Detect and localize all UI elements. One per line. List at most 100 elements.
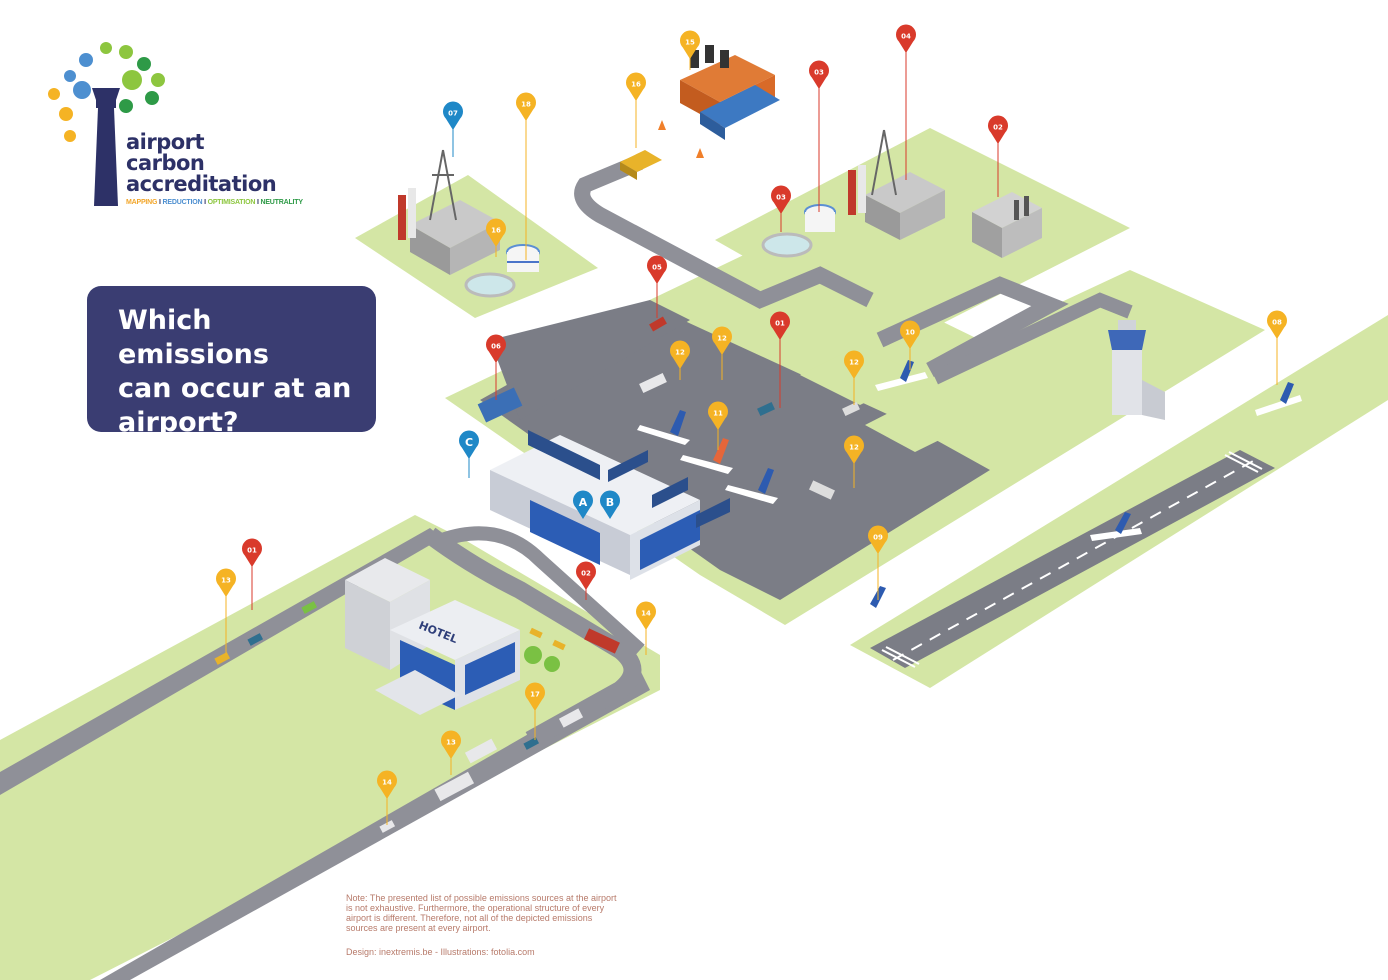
- car-road-2: [247, 633, 264, 646]
- map-pin-icon: [900, 320, 921, 349]
- map-pin-icon: [769, 311, 790, 340]
- aircraft-departing: [845, 586, 897, 616]
- marker-label: 17: [530, 691, 540, 699]
- tag-sep-3: I: [255, 199, 261, 206]
- marker-09: 09: [868, 525, 888, 600]
- marker-label: 08: [1272, 319, 1282, 327]
- map-pin-icon: [525, 682, 545, 711]
- map-pin-icon: [770, 185, 791, 214]
- coach-bus: [434, 771, 475, 802]
- van: [558, 708, 584, 728]
- marker-B: B: [599, 490, 620, 519]
- marker-label: 10: [905, 329, 915, 337]
- marker-label: 03: [814, 69, 824, 77]
- map-pin-icon: [576, 561, 596, 590]
- aircraft-runway: [1090, 512, 1142, 541]
- marker-12: 12: [843, 435, 864, 488]
- taxi-1: [529, 627, 543, 639]
- highway-bottom: [100, 670, 650, 980]
- marker-12: 12: [843, 350, 864, 405]
- map-pin-icon: [843, 435, 864, 464]
- marker-03: 03: [809, 60, 830, 212]
- aircraft-apron-3: [725, 468, 778, 504]
- map-pin-icon: [443, 101, 463, 130]
- map-pin-icon: [377, 770, 397, 799]
- marker-C: C: [459, 430, 479, 478]
- logo-tagline: MAPPING I REDUCTION I OPTIMISATION I NEU…: [126, 199, 303, 206]
- car-road-1: [214, 652, 231, 665]
- fuel-tanker-blue: [477, 387, 523, 423]
- marker-17: 17: [525, 682, 545, 740]
- delivery-truck: [464, 738, 498, 764]
- map-pin-icon: [646, 255, 667, 284]
- marker-label: 02: [993, 124, 1003, 132]
- marker-label: 07: [448, 110, 458, 118]
- marker-label: 01: [247, 547, 257, 555]
- title-box: Which emissions can occur at an airport?: [87, 286, 376, 438]
- marker-label: 09: [873, 534, 883, 542]
- fuel-depot: [680, 45, 780, 140]
- marker-16: 16: [486, 218, 506, 257]
- marker-13: 13: [441, 730, 461, 775]
- utility-power-plant-left: [398, 149, 540, 298]
- marker-label: C: [465, 436, 473, 449]
- marker-18: 18: [516, 92, 537, 260]
- taxiway-right: [932, 292, 1133, 385]
- heating-plant: [972, 192, 1042, 258]
- tag-optimisation: OPTIMISATION: [207, 199, 256, 206]
- grass-areas: [0, 128, 1388, 980]
- marker-label: B: [606, 496, 614, 509]
- marker-label: A: [579, 496, 588, 509]
- map-pin-icon: [573, 490, 593, 519]
- map-pin-icon: [708, 401, 728, 430]
- logo-wordmark: airport carbon accreditation: [126, 132, 277, 195]
- map-pin-icon: [868, 525, 888, 554]
- map-pin-icon: [988, 115, 1009, 144]
- map-pin-icon: [459, 430, 479, 459]
- map-pin-icon: [809, 60, 830, 89]
- marker-03: 03: [770, 185, 791, 232]
- police-car: [842, 401, 860, 417]
- marker-06: 06: [486, 334, 506, 400]
- marker-15: 15: [679, 30, 701, 70]
- marker-16: 16: [625, 72, 646, 148]
- map-pin-icon: [486, 334, 506, 363]
- aircraft-apron-2-orange: [680, 438, 733, 474]
- apron-left-section: [490, 300, 690, 420]
- runway-centreline: [892, 459, 1256, 661]
- marker-label: 12: [717, 335, 727, 343]
- aircraft: [637, 360, 1302, 616]
- marker-08: 08: [1267, 310, 1288, 385]
- marker-12: 12: [670, 340, 690, 380]
- marker-01: 01: [769, 311, 790, 408]
- car-road-4: [379, 820, 396, 833]
- map-pin-icon: [516, 92, 537, 121]
- map-pin-icon: [625, 72, 646, 101]
- title-line-1: Which emissions: [118, 305, 269, 370]
- logo-line-carbon: carbon: [126, 151, 205, 175]
- service-road-top: [574, 154, 874, 309]
- emission-markers: 15160304071816030205011212101208061112CA…: [216, 24, 1288, 825]
- logo-tree-icon: [48, 42, 165, 206]
- marker-11: 11: [708, 401, 728, 450]
- red-bus: [584, 628, 620, 654]
- marker-05: 05: [646, 255, 667, 318]
- marker-label: 12: [849, 359, 859, 367]
- utility-power-plant-right: [761, 129, 945, 258]
- taxi-2: [552, 639, 566, 651]
- disclaimer-note: Note: The presented list of possible emi…: [346, 893, 617, 933]
- car-road-3: [301, 601, 318, 614]
- car-road-5: [523, 737, 540, 750]
- fire-truck: [649, 316, 667, 332]
- marker-label: 06: [491, 343, 501, 351]
- map-pin-icon: [1267, 310, 1288, 339]
- map-pin-icon: [712, 326, 733, 355]
- marker-label: 18: [521, 101, 531, 109]
- marker-label: 02: [581, 570, 591, 578]
- marker-label: 16: [491, 227, 501, 235]
- marker-label: 12: [849, 444, 859, 452]
- tag-sep-1: I: [157, 199, 163, 206]
- map-pin-icon: [486, 218, 506, 247]
- marker-02: 02: [988, 115, 1009, 197]
